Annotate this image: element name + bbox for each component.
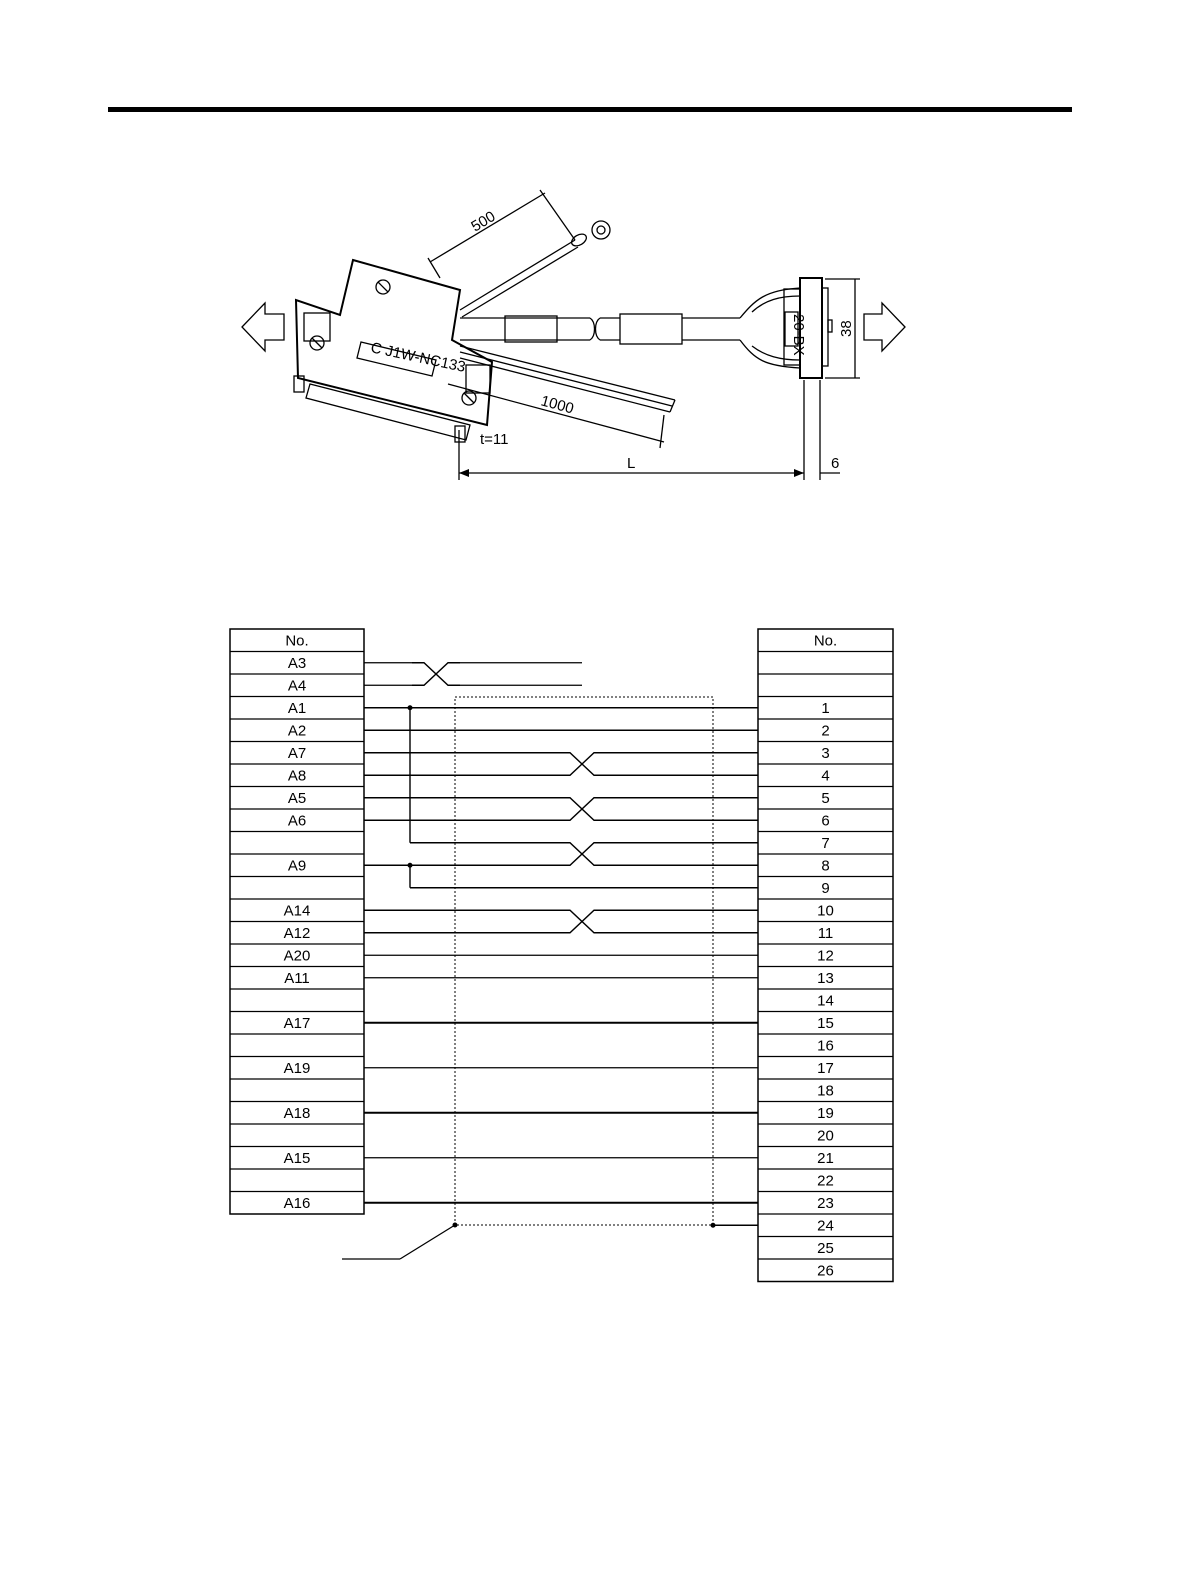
pin-label: 8 <box>821 857 829 874</box>
pin-label: 4 <box>821 767 829 784</box>
pin-label: 24 <box>817 1217 834 1234</box>
pin-label: A11 <box>284 970 310 987</box>
right-pin-table: No.1234567891011121314151617181920212223… <box>758 629 893 1282</box>
pin-label: A20 <box>284 947 311 964</box>
pin-label: A9 <box>288 857 306 874</box>
pin-label: 16 <box>817 1037 834 1054</box>
pin-label: 21 <box>817 1150 834 1167</box>
pin-label: 12 <box>817 947 834 964</box>
pin-label: 2 <box>821 722 829 739</box>
table-header: No. <box>814 632 837 649</box>
pin-label: 5 <box>821 790 829 807</box>
pin-label: A6 <box>288 812 306 829</box>
pin-label: A3 <box>288 655 306 672</box>
pin-label: A7 <box>288 745 306 762</box>
wire-connections <box>342 663 758 1259</box>
pin-label: 6 <box>821 812 829 829</box>
twisted-pair <box>558 798 606 821</box>
pin-label: 1 <box>821 700 829 717</box>
pin-label: A19 <box>284 1060 311 1077</box>
pin-label: 10 <box>817 902 834 919</box>
pin-label: 13 <box>817 970 834 987</box>
pin-label: A14 <box>284 902 311 919</box>
pin-label: 17 <box>817 1060 834 1077</box>
pin-label: 19 <box>817 1105 834 1122</box>
pin-label: 23 <box>817 1195 834 1212</box>
pin-label: A15 <box>284 1150 311 1167</box>
pin-label: 7 <box>821 835 829 852</box>
pin-label: A18 <box>284 1105 311 1122</box>
pin-label: A2 <box>288 722 306 739</box>
pin-label: 26 <box>817 1262 834 1279</box>
pin-label: A17 <box>284 1015 311 1032</box>
pin-label: 25 <box>817 1240 834 1257</box>
pin-label: 18 <box>817 1082 834 1099</box>
pin-label: A12 <box>284 925 311 942</box>
twisted-pair <box>558 753 606 776</box>
pin-label: 9 <box>821 880 829 897</box>
pin-label: A5 <box>288 790 306 807</box>
table-header: No. <box>285 632 308 649</box>
shield-box <box>455 697 713 1225</box>
pin-label: A8 <box>288 767 306 784</box>
pin-label: A1 <box>288 700 306 717</box>
pin-label: 22 <box>817 1172 834 1189</box>
twisted-pair <box>412 663 460 686</box>
left-pin-table: No. A3A4A1A2A7A8A5A6A9A14A12A20A11A17A19A… <box>230 629 364 1214</box>
pin-label: 15 <box>817 1015 834 1032</box>
twisted-pair <box>558 843 606 866</box>
pin-label: 3 <box>821 745 829 762</box>
pin-label: 20 <box>817 1127 834 1144</box>
pin-label: 11 <box>818 925 834 942</box>
pin-label: 14 <box>817 992 834 1009</box>
pin-label: A16 <box>284 1195 311 1212</box>
wire <box>400 1225 455 1259</box>
twisted-pair <box>558 910 606 933</box>
pin-label: A4 <box>288 677 306 694</box>
